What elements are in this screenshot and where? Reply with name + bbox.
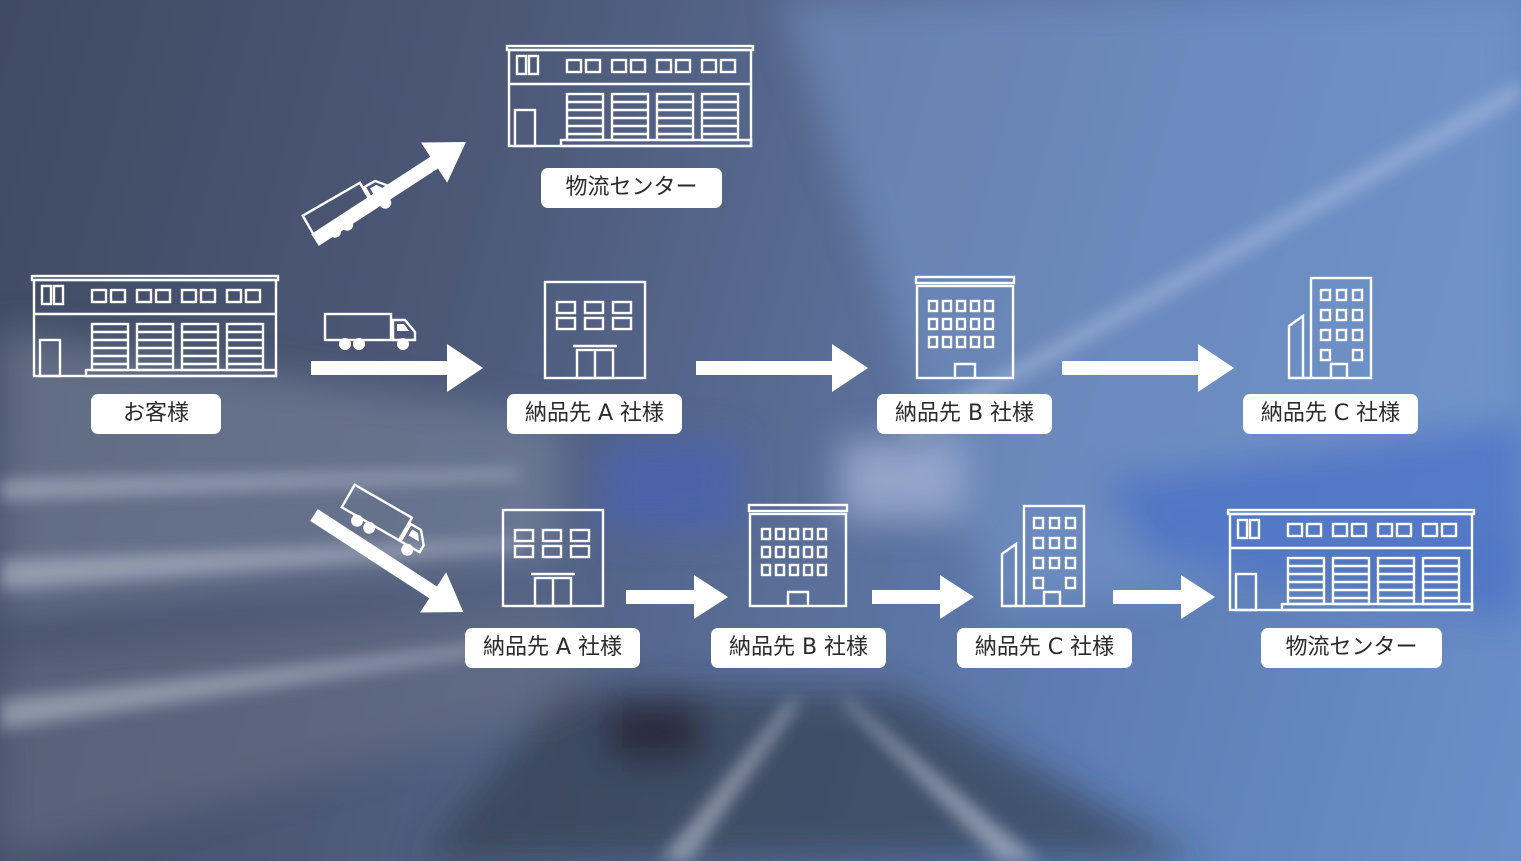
row2-client-b-label: 納品先 B 社様 [711,628,886,668]
arrow-b-to-c-icon [1062,344,1234,392]
row1-client-c-building-icon [1287,276,1373,380]
arrow-a-to-b-icon [696,344,868,392]
row2-client-a-label: 納品先 A 社様 [465,628,640,668]
row1-client-a-label: 納品先 A 社様 [507,394,682,434]
row1-client-b-building-icon [914,275,1016,380]
arrow-row2-a-to-b-icon [626,575,728,619]
row1-client-c-label: 納品先 C 社様 [1243,394,1418,434]
top-distribution-center-icon [505,44,755,148]
row1-client-b-label: 納品先 B 社様 [877,394,1052,434]
row1-client-a-building-icon [543,280,647,380]
bottom-distribution-center-icon [1226,508,1476,612]
arrow-customer-to-route-icon [310,509,464,613]
row2-client-a-building-icon [501,508,605,608]
row2-client-c-label: 納品先 C 社様 [957,628,1132,668]
arrow-row2-c-to-center-icon [1113,575,1215,619]
arrow-customer-to-a-icon [311,344,483,392]
customer-warehouse-icon [30,274,280,378]
row2-center-label: 物流センター [1261,628,1442,668]
customer-label: お客様 [91,394,221,434]
top-center-label: 物流センター [541,168,722,208]
row2-client-b-building-icon [747,503,849,608]
arrow-to-center-icon [311,141,466,246]
arrow-row2-b-to-c-icon [872,575,974,619]
truck-route-icon [335,483,434,563]
truck-direct-icon [323,312,417,352]
row2-client-c-building-icon [1000,504,1086,608]
